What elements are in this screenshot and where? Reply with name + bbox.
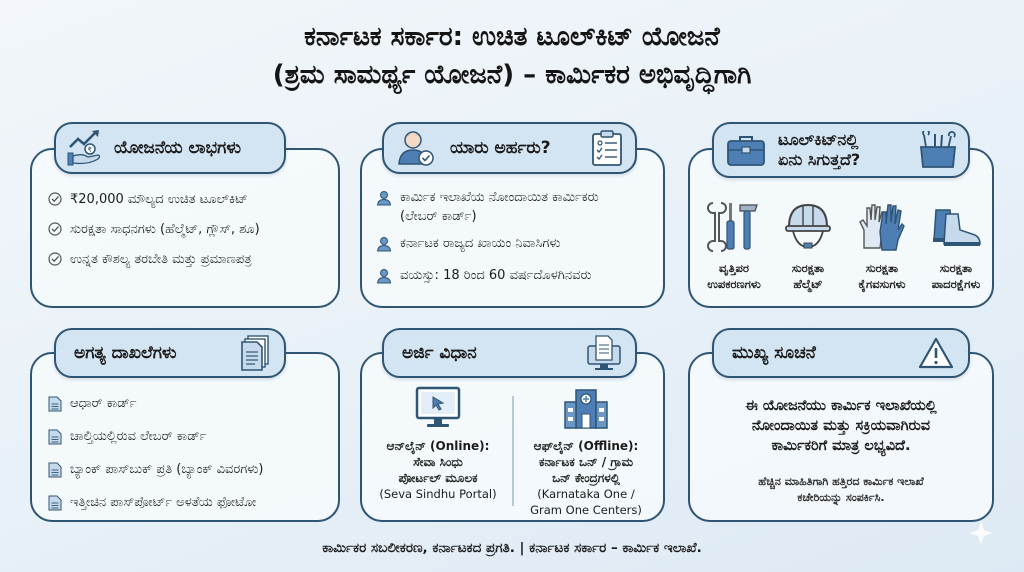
notice-title: ಮುಖ್ಯ ಸೂಚನೆ <box>732 343 816 363</box>
list-item: ಕರ್ನಾಟಕ ರಾಜ್ಯದ ಖಾಯಂ ನಿವಾಸಿಗಳು <box>376 234 656 258</box>
eligibility-card <box>360 148 665 308</box>
eligibility-header: ಯಾರು ಅರ್ಹರು? <box>382 122 637 174</box>
list-item: ಚಾಲ್ತಿಯಲ್ಲಿರುವ ಲೇಬರ್ ಕಾರ್ಡ್ <box>48 427 338 451</box>
tool-bucket-icon <box>918 131 958 169</box>
gloves-icon <box>848 196 916 256</box>
computer-cursor-icon <box>368 386 508 432</box>
toolbox-icon <box>726 133 766 167</box>
benefits-list: ₹20,000 ಮೌಲ್ಯದ ಉಚಿತ ಟೂಲ್‌ಕಿಟ್ ಸುರಕ್ಷತಾ ಸ… <box>48 190 338 280</box>
svg-text:₹: ₹ <box>88 146 93 154</box>
person-icon <box>376 236 392 258</box>
boots-icon <box>922 196 990 256</box>
documents-stack-icon <box>240 334 270 372</box>
document-icon <box>48 396 62 418</box>
title-line-1: ಕರ್ನಾಟಕ ಸರ್ಕಾರ: ಉಚಿತ ಟೂಲ್‌ಕಿಟ್ ಯೋಜನೆ <box>304 22 720 52</box>
person-icon <box>376 190 392 212</box>
eligibility-list: ಕಾರ್ಮಿಕ ಇಲಾಖೆಯ ನೋಂದಾಯಿತ ಕಾರ್ಮಿಕರು (ಲೇಬರ್… <box>376 188 656 298</box>
apply-offline: ಆಫ್‌ಲೈನ್ (Offline): ಕರ್ನಾಟಕ ಒನ್ / ಗ್ರಾಮ … <box>516 386 656 518</box>
clipboard-checklist-icon <box>591 129 623 167</box>
toolkit-title: ಟೂಲ್‌ಕಿಟ್‌ನಲ್ಲಿ ಏನು ಸಿಗುತ್ತದೆ? <box>778 130 861 169</box>
document-icon <box>48 462 62 484</box>
toolkit-item-tools: ವೃತ್ತಿಪರ ಉಪಕರಣಗಳು <box>700 196 768 292</box>
document-icon <box>48 429 62 451</box>
building-icon <box>516 386 656 432</box>
list-item: ಆಧಾರ್ ಕಾರ್ಡ್ <box>48 394 338 418</box>
toolkit-item-boots: ಸುರಕ್ಷತಾ ಪಾದರಕ್ಷೆಗಳು <box>922 196 990 292</box>
hand-rupee-growth-icon: ₹ <box>66 129 106 167</box>
check-circle-icon <box>48 192 62 212</box>
sparkle-icon <box>968 520 994 546</box>
notice-main-text: ಈ ಯೋಜನೆಯು ಕಾರ್ಮಿಕ ಇಲಾಖೆಯಲ್ಲಿ ನೋಂದಾಯಿತ ಮತ… <box>745 398 937 454</box>
benefits-title: ಯೋಜನೆಯ ಲಾಭಗಳು <box>114 138 241 158</box>
notice-card <box>688 352 994 522</box>
apply-online: ಆನ್‌ಲೈನ್ (Online): ಸೇವಾ ಸಿಂಧು ಪೋರ್ಟಲ್ ಮೂ… <box>368 386 508 502</box>
person-icon <box>376 268 392 290</box>
application-header: ಅರ್ಜಿ ವಿಧಾನ <box>382 328 637 378</box>
documents-card <box>30 352 340 522</box>
documents-header: ಅಗತ್ಯ ದಾಖಲೆಗಳು <box>54 328 286 378</box>
notice-sub-text: ಹೆಚ್ಚಿನ ಮಾಹಿತಿಗಾಗಿ ಹತ್ತಿರದ ಕಾರ್ಮಿಕ ಇಲಾಖೆ… <box>758 475 924 504</box>
list-item: ಇತ್ತೀಚಿನ ಪಾಸ್‌ಪೋರ್ಟ್ ಅಳತೆಯ ಫೋಟೋ <box>48 493 338 517</box>
toolkit-item-helmet: ಸುರಕ್ಷತಾ ಹೆಲ್ಮೆಟ್ <box>774 196 842 292</box>
list-item: ಉನ್ನತ ಕೌಶಲ್ಯ ತರಬೇತಿ ಮತ್ತು ಪ್ರಮಾಣಪತ್ರ <box>48 250 338 272</box>
list-item: ವಯಸ್ಸು: 18 ರಿಂದ 60 ವರ್ಷದೊಳಗಿನವರು <box>376 266 656 290</box>
check-circle-icon <box>48 252 62 272</box>
eligibility-title: ಯಾರು ಅರ್ಹರು? <box>450 138 551 158</box>
list-item: ಬ್ಯಾಂಕ್ ಪಾಸ್‌ಬುಕ್ ಪ್ರತಿ (ಬ್ಯಾಂಕ್ ವಿವರಗಳು… <box>48 460 338 484</box>
helmet-icon <box>774 196 842 256</box>
monitor-form-icon <box>587 334 621 372</box>
application-title: ಅರ್ಜಿ ವಿಧಾನ <box>402 343 477 363</box>
toolkit-header: ಟೂಲ್‌ಕಿಟ್‌ನಲ್ಲಿ ಏನು ಸಿಗುತ್ತದೆ? <box>712 122 970 178</box>
warning-triangle-icon <box>918 337 954 369</box>
document-icon <box>48 495 62 517</box>
page-title: ಕರ್ನಾಟಕ ಸರ್ಕಾರ: ಉಚಿತ ಟೂಲ್‌ಕಿಟ್ ಯೋಜನೆ (ಶ್… <box>0 18 1024 94</box>
user-check-icon <box>396 128 436 168</box>
list-item: ಕಾರ್ಮಿಕ ಇಲಾಖೆಯ ನೋಂದಾಯಿತ ಕಾರ್ಮಿಕರು (ಲೇಬರ್… <box>376 188 656 226</box>
footer-text: ಕಾರ್ಮಿಕರ ಸಬಲೀಕರಣ, ಕರ್ನಾಟಕದ ಪ್ರಗತಿ. | ಕರ್… <box>322 540 702 556</box>
benefits-header: ₹ ಯೋಜನೆಯ ಲಾಭಗಳು <box>54 122 286 174</box>
list-item: ಸುರಕ್ಷತಾ ಸಾಧನಗಳು (ಹೆಲ್ಮೆಟ್, ಗ್ಲೌಸ್, ಶೂ) <box>48 220 338 242</box>
title-line-2: (ಶ್ರಮ ಸಾಮರ್ಥ್ಯ ಯೋಜನೆ) – ಕಾರ್ಮಿಕರ ಅಭಿವೃದ್… <box>272 60 752 90</box>
list-item: ₹20,000 ಮೌಲ್ಯದ ಉಚಿತ ಟೂಲ್‌ಕಿಟ್ <box>48 190 338 212</box>
toolkit-items: ವೃತ್ತಿಪರ ಉಪಕರಣಗಳು ಸುರಕ್ಷತಾ ಹೆಲ್ಮೆಟ್ <box>700 196 990 292</box>
documents-title: ಅಗತ್ಯ ದಾಖಲೆಗಳು <box>74 343 177 363</box>
column-divider <box>512 396 514 506</box>
check-circle-icon <box>48 222 62 242</box>
tools-icon <box>700 196 768 256</box>
notice-header: ಮುಖ್ಯ ಸೂಚನೆ <box>712 328 970 378</box>
toolkit-item-gloves: ಸುರಕ್ಷತಾ ಕೈಗವಸುಗಳು <box>848 196 916 292</box>
documents-list: ಆಧಾರ್ ಕಾರ್ಡ್ ಚಾಲ್ತಿಯಲ್ಲಿರುವ ಲೇಬರ್ ಕಾರ್ಡ್… <box>48 394 338 526</box>
